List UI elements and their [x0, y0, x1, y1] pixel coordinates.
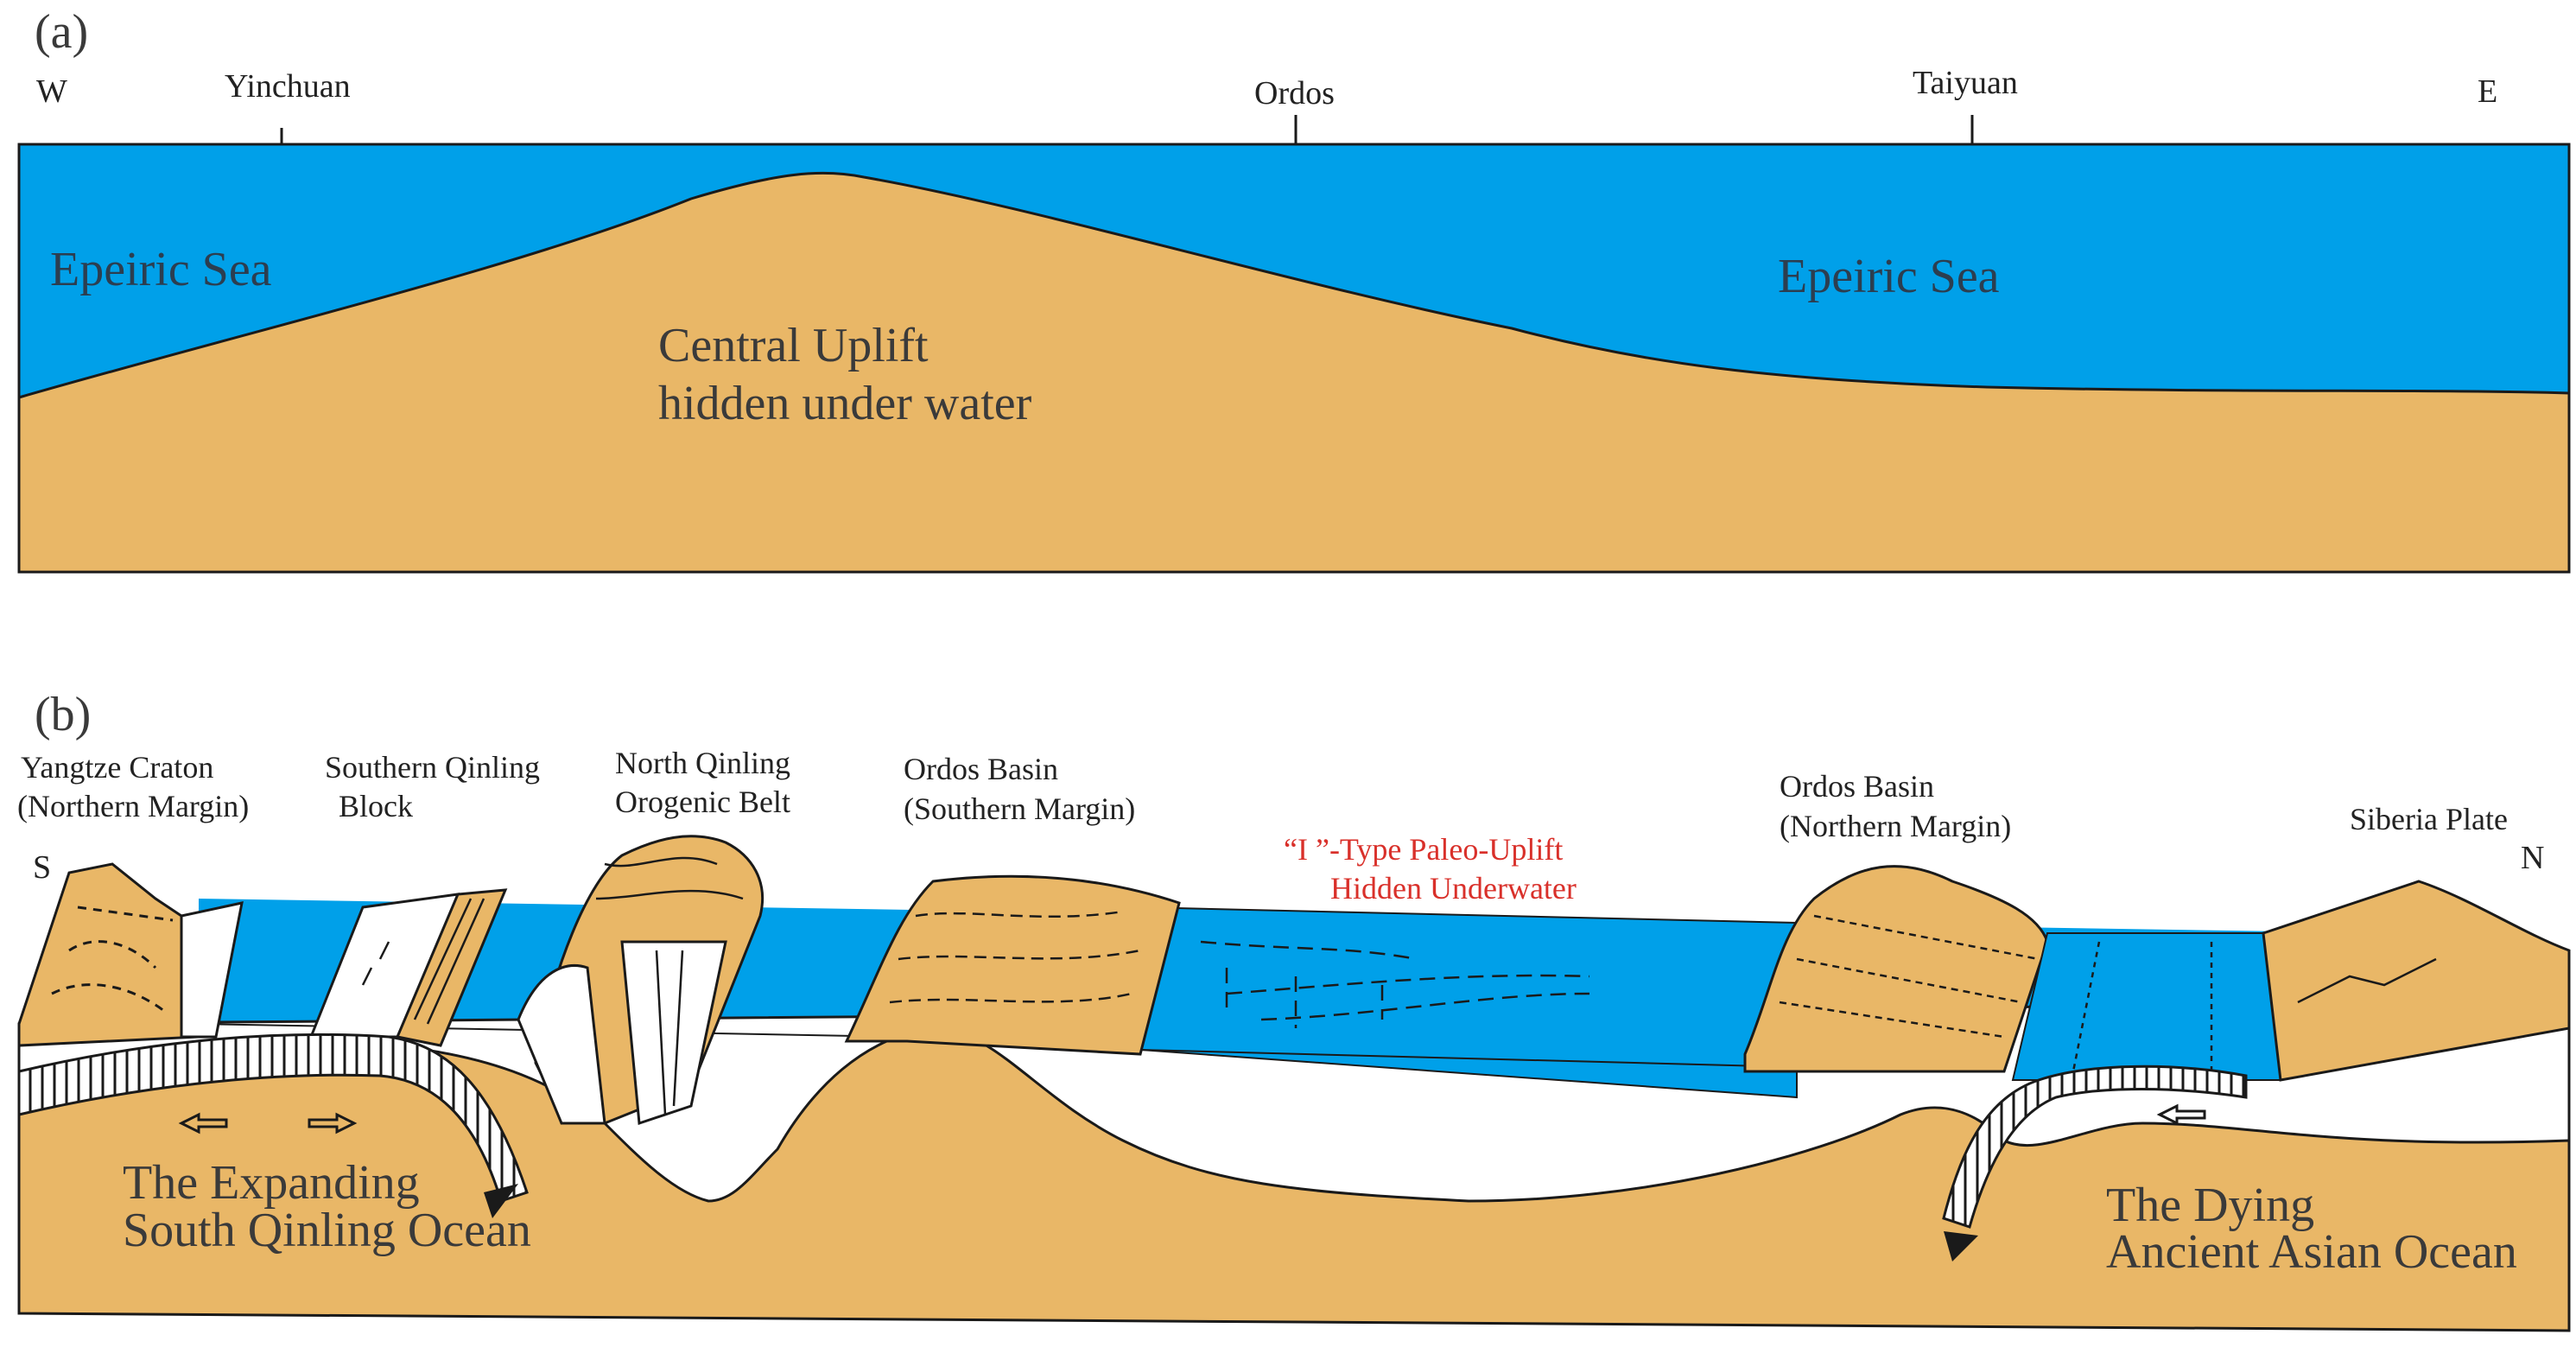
location-ordos: Ordos	[1254, 75, 1335, 111]
south-qinling-slab	[17, 1033, 529, 1203]
paleo-uplift-label-line1: “I ”-Type Paleo-Uplift	[1284, 832, 1563, 867]
ordos-south-strata	[889, 910, 1141, 1004]
siberia-plate-block	[2262, 880, 2571, 1082]
ordos-south-label-line1: Ordos Basin	[904, 752, 1058, 786]
southern-qinling-strata	[361, 898, 485, 1025]
uplift-label-line2: hidden under water	[658, 377, 1032, 430]
dying-arrow-icon	[2156, 1103, 2206, 1126]
right-arrow-icon	[308, 1112, 358, 1134]
yangtze-label-line2: (Northern Margin)	[17, 789, 249, 823]
ordos-south-block	[844, 874, 1181, 1056]
sea-label-right: Epeiric Sea	[1778, 250, 2000, 303]
north-label: N	[2521, 840, 2544, 876]
sqinling-label-line2: Block	[339, 789, 413, 823]
location-taiyuan: Taiyuan	[1913, 65, 2018, 101]
sqinling-label-line1: Southern Qinling	[325, 750, 540, 785]
north-qinling-strata	[595, 856, 744, 1115]
seafloor-profile	[18, 171, 2570, 399]
asian-ocean-slab	[1942, 1064, 2248, 1229]
paleo-uplift-strata	[1200, 940, 1590, 1028]
nqinling-label-line1: North Qinling	[615, 746, 790, 780]
south-label: S	[33, 849, 51, 886]
ordos-north-strata	[1779, 914, 2040, 1039]
east-label: E	[2478, 73, 2497, 110]
sea-label-left: Epeiric Sea	[50, 243, 272, 296]
yangtze-strata	[51, 906, 174, 1013]
dying-ocean-line2: Ancient Asian Ocean	[2106, 1225, 2517, 1279]
dying-ocean-line1: The Dying	[2106, 1179, 2314, 1232]
ordos-north-label-line1: Ordos Basin	[1780, 769, 1934, 804]
left-arrow-icon	[178, 1112, 228, 1134]
uplift-label-line1: Central Uplift	[658, 319, 929, 372]
yangtze-craton-block	[17, 862, 200, 1047]
spreading-arrows	[178, 1103, 2206, 1134]
yangtze-margin-slope	[180, 901, 244, 1039]
north-qinling-slope	[517, 964, 606, 1125]
north-slab-arrow-icon	[1944, 1231, 1978, 1261]
panel-a-frame	[17, 143, 2571, 574]
west-label: W	[36, 73, 67, 110]
panel-a-label: (a)	[35, 5, 88, 59]
panel-b: (b) Yangtze Craton (Northern Margin) Sou…	[17, 688, 2571, 1332]
ancient-asian-ocean-sea	[2011, 932, 2282, 1081]
south-slab-arrow-icon	[484, 1184, 518, 1218]
paleo-uplift-label-line2: Hidden Underwater	[1330, 871, 1577, 906]
asian-ocean-strata	[2072, 941, 2213, 1072]
nqinling-label-line2: Orogenic Belt	[615, 785, 790, 819]
expanding-ocean-line2: South Qinling Ocean	[123, 1204, 531, 1257]
siberia-fault	[2297, 957, 2437, 1004]
ordos-north-block	[1743, 865, 2049, 1073]
yangtze-label-line1: Yangtze Craton	[21, 750, 213, 785]
north-qinling-core	[620, 940, 727, 1126]
central-uplift-land	[19, 173, 2569, 572]
siberia-label: Siberia Plate	[2350, 802, 2508, 836]
panel-a: (a) W E Yinchuan Ordos Taiyuan Epeiric S…	[17, 5, 2571, 574]
ordos-south-label-line2: (Southern Margin)	[904, 791, 1135, 826]
ordos-north-label-line2: (Northern Margin)	[1780, 809, 2011, 843]
panel-b-label: (b)	[35, 688, 91, 741]
basement-land	[17, 1026, 2571, 1332]
southern-qinling-block	[395, 888, 508, 1047]
location-yinchuan: Yinchuan	[225, 68, 351, 105]
expanding-ocean-line1: The Expanding	[123, 1156, 420, 1210]
sea-floor-line	[1139, 1049, 1798, 1068]
